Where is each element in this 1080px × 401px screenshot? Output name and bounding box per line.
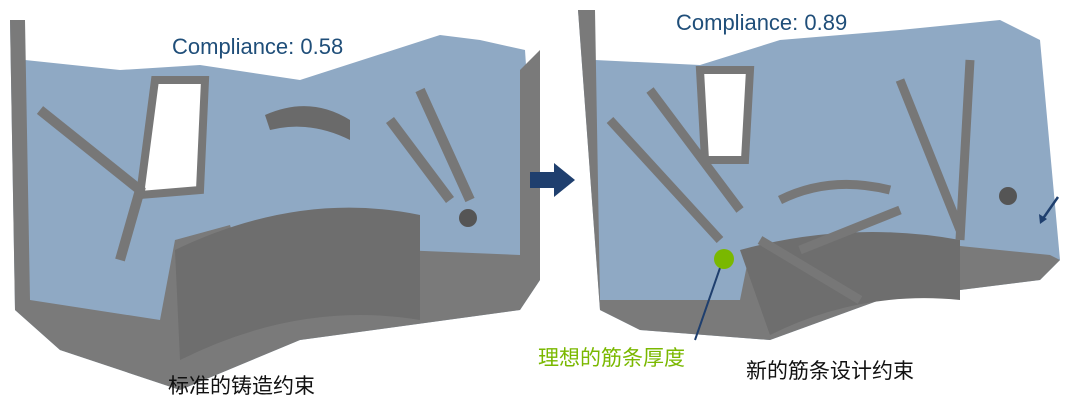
rib-thickness-label: 理想的筋条厚度 [538,346,685,370]
rib-thickness-marker [714,249,734,269]
right-caption: 新的筋条设计约束 [746,359,914,383]
left-compliance-label: Compliance: 0.58 [172,34,344,59]
left-caption: 标准的铸造约束 [168,374,315,398]
right-optimized-part [578,10,1060,341]
left-cast-part [10,20,540,390]
right-compliance-label: Compliance: 0.89 [676,10,848,35]
transition-arrow-icon [530,163,575,197]
